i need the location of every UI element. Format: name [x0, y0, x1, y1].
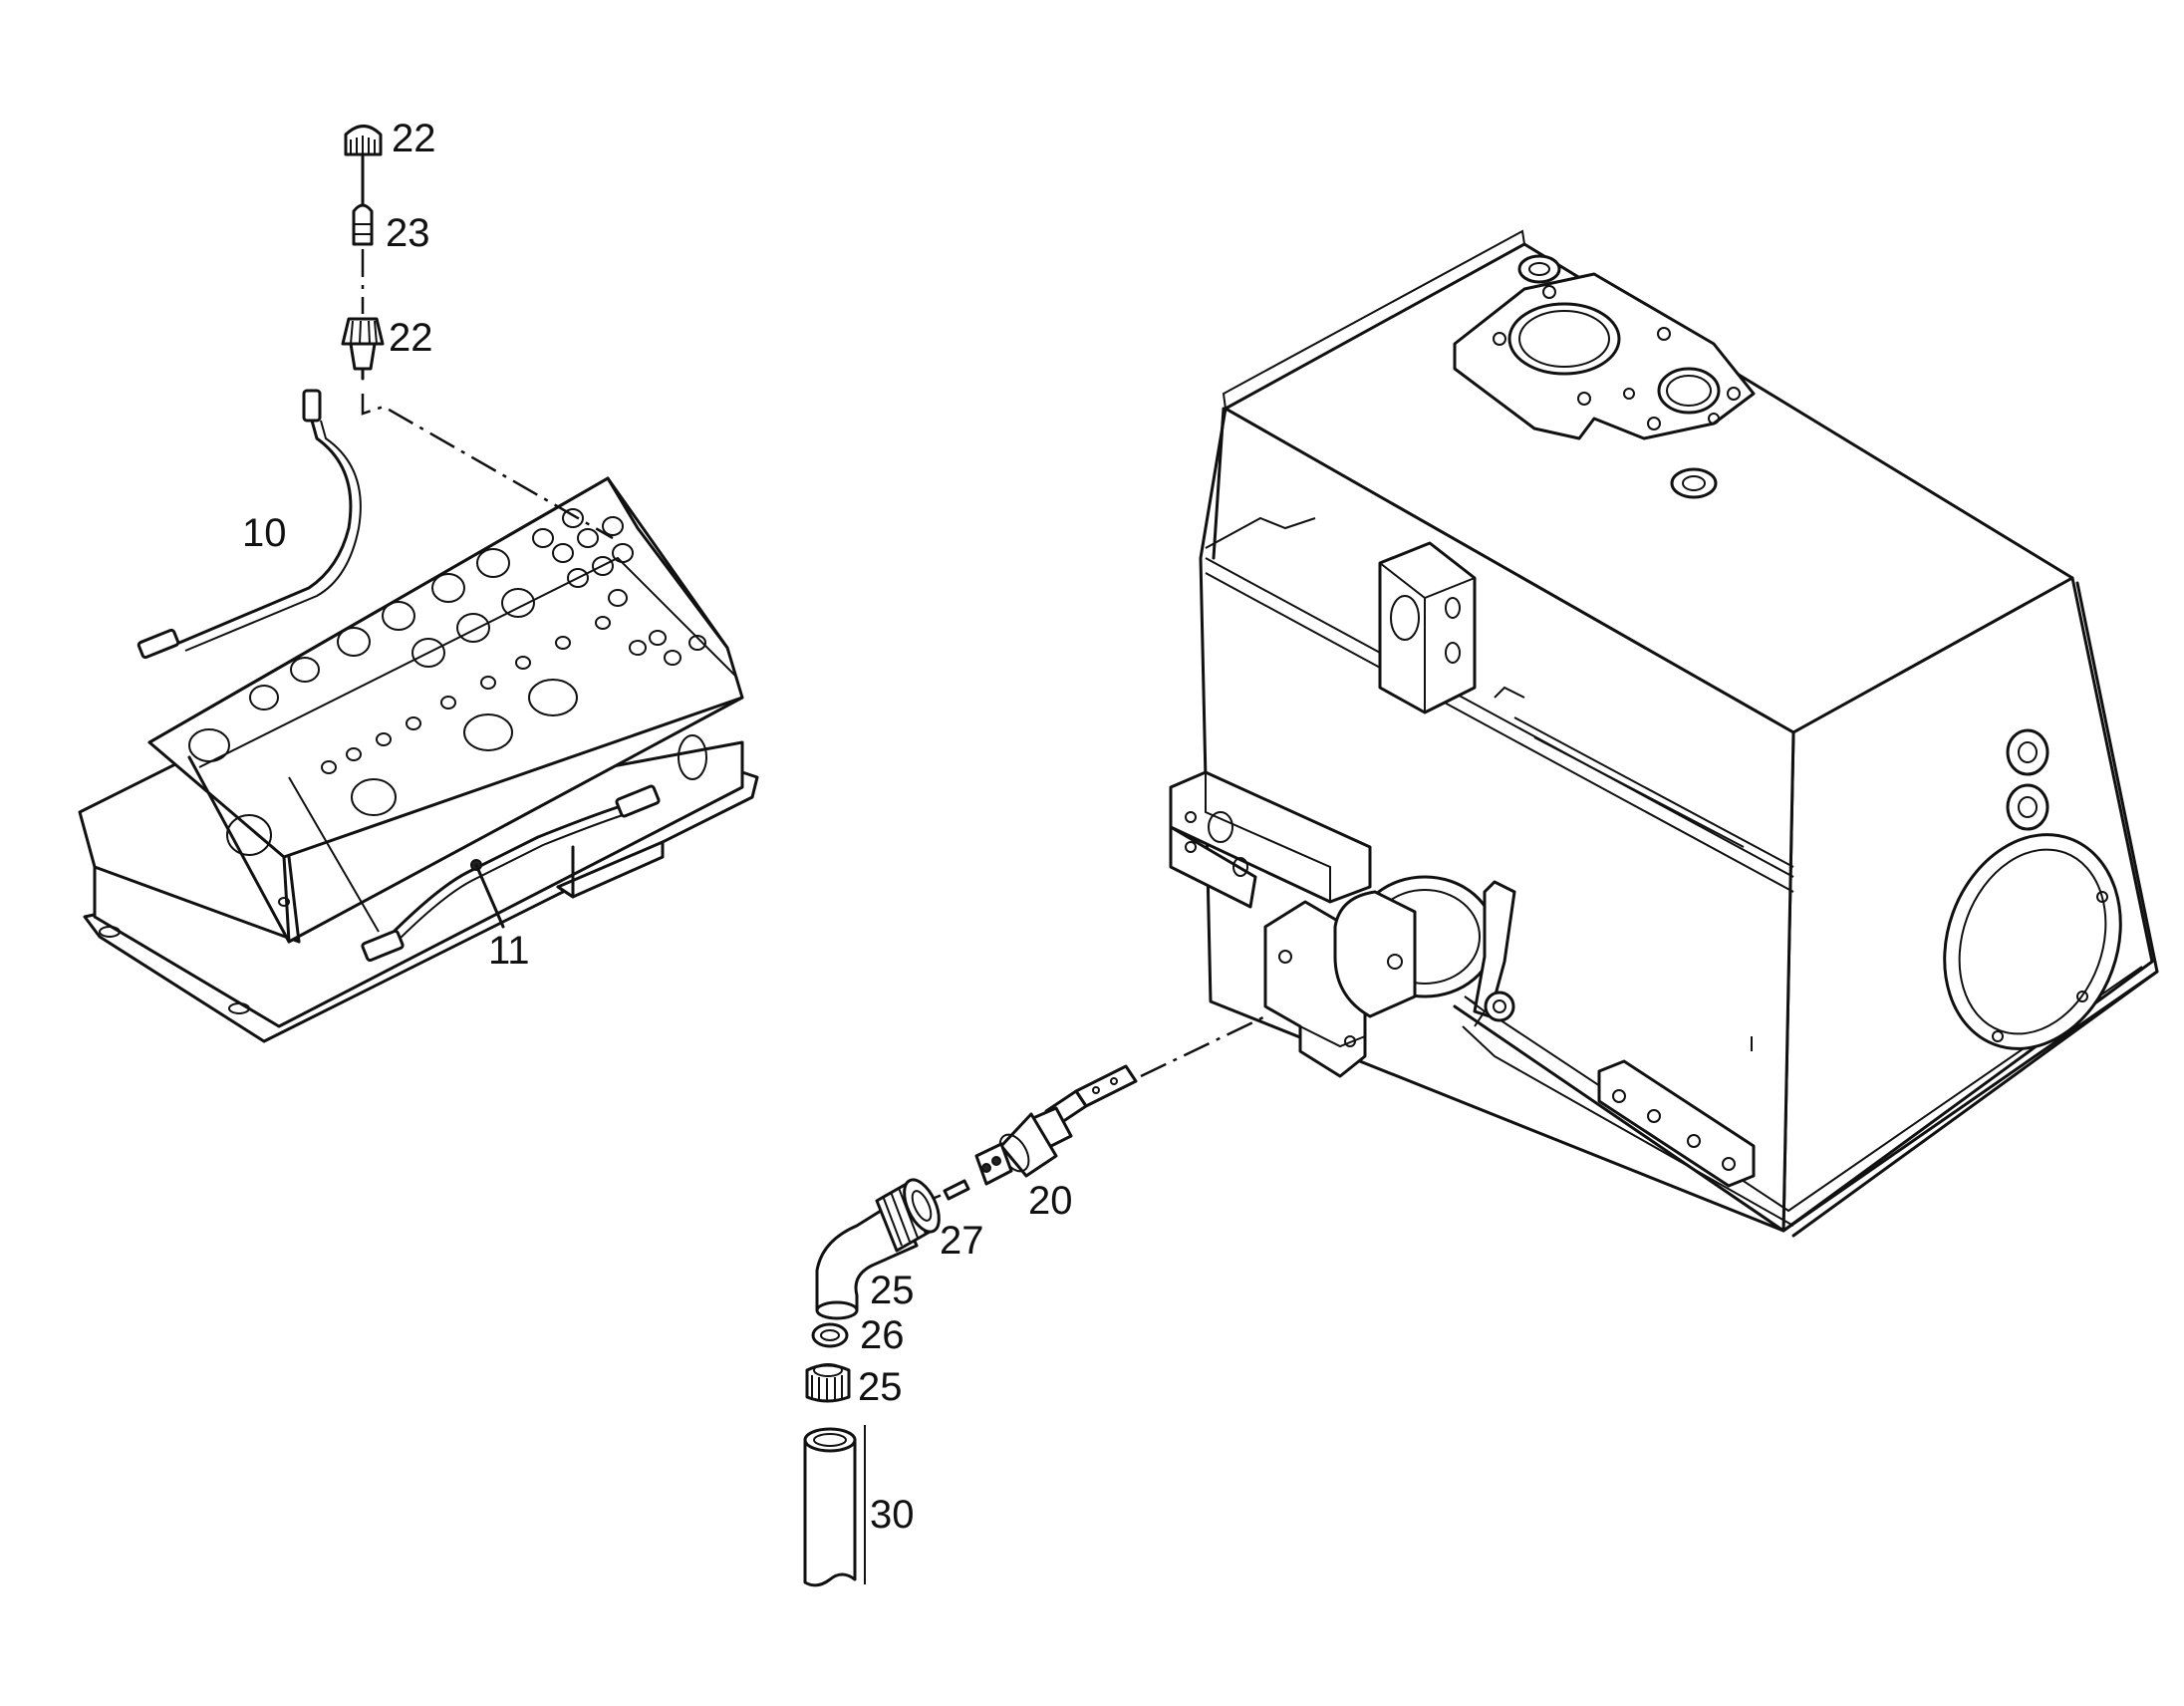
- callout-10: 10: [242, 511, 287, 555]
- callout-27: 27: [940, 1219, 984, 1263]
- nut-25: [805, 1363, 851, 1403]
- callout-22-mid: 22: [389, 316, 433, 360]
- sender-20: [974, 1064, 1138, 1186]
- callout-23: 23: [386, 211, 430, 255]
- callout-11: 11: [488, 929, 530, 973]
- elbow-fitting-25: [815, 1178, 941, 1320]
- cable-10: [136, 389, 362, 660]
- transmission-housing: [1169, 229, 2159, 1238]
- lamp-socket-22-mid: [341, 317, 385, 381]
- callout-30: 30: [870, 1493, 915, 1537]
- callout-25-nut: 25: [858, 1365, 903, 1409]
- washer-26: [811, 1322, 849, 1348]
- lamp-socket-22-top: [344, 125, 383, 206]
- callout-26: 26: [860, 1313, 905, 1357]
- callout-22-top: 22: [392, 117, 436, 160]
- instrument-panel: [78, 476, 759, 1043]
- callout-25-elbow: 25: [870, 1269, 915, 1312]
- panel-holes: [188, 508, 707, 907]
- bulb-23: [352, 203, 374, 314]
- wire-harness-11: [361, 784, 661, 963]
- hose-30: [803, 1425, 866, 1587]
- callout-20: 20: [1028, 1179, 1073, 1223]
